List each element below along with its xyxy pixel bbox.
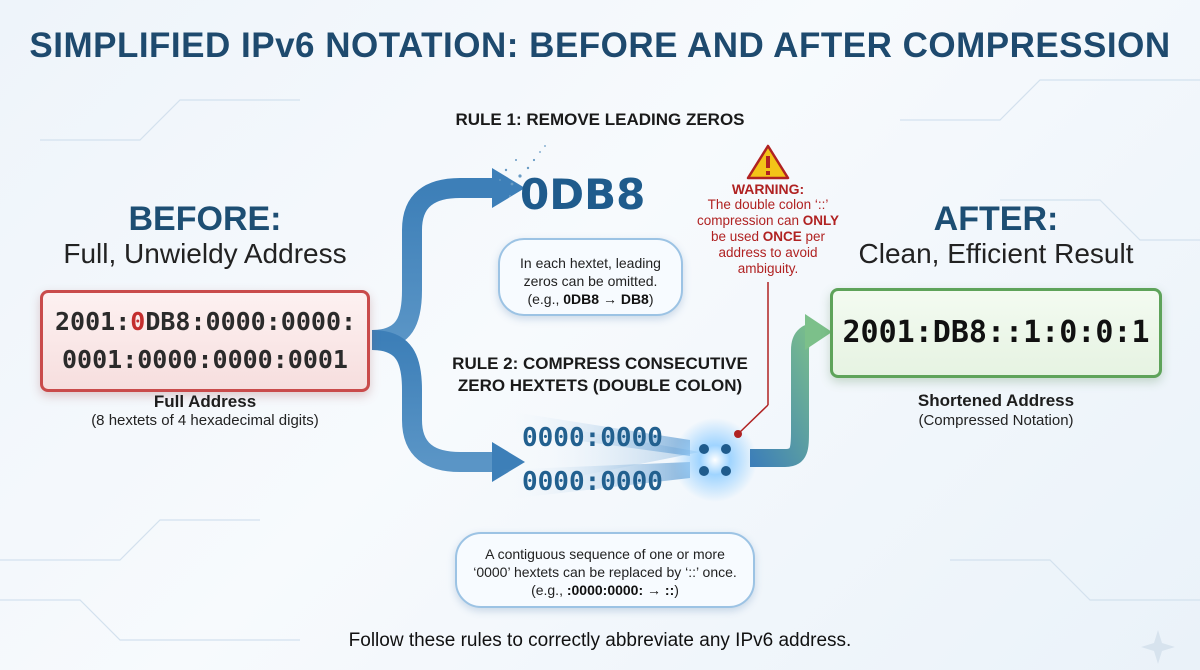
dissolving-zero-particles — [499, 145, 546, 201]
double-colon-glow — [673, 418, 757, 502]
warning-note: WARNING: The double colon ‘::’ compressi… — [693, 181, 843, 277]
rule1-label: RULE 1: REMOVE LEADING ZEROS — [455, 110, 745, 129]
before-heading: BEFORE: — [128, 200, 282, 238]
compression-streams — [500, 410, 700, 500]
footer-note: Follow these rules to correctly abbrevia… — [348, 630, 852, 651]
rule1-bubble: In each hextet, leading zeros can be omi… — [498, 238, 683, 316]
split-arrows — [371, 168, 525, 482]
warning-leader-line — [734, 282, 769, 438]
sparkle-icon — [1141, 630, 1175, 664]
full-address-caption: Full Address — [153, 392, 257, 411]
rule2-hextet-row2: 0000:0000 — [522, 467, 663, 497]
after-subheading: Clean, Efficient Result — [858, 238, 1134, 269]
shortened-address-caption: Shortened Address — [917, 391, 1075, 410]
rule1-example-hextet: 0DB8 — [520, 170, 646, 219]
background-circuit-lines — [0, 79, 1200, 641]
shortened-address-subcaption: (Compressed Notation) — [918, 412, 1074, 429]
page-title: SIMPLIFIED IPv6 NOTATION: BEFORE AND AFT… — [29, 26, 1171, 65]
warning-triangle-icon — [746, 144, 790, 180]
after-heading: AFTER: — [933, 200, 1059, 238]
double-colon-dots — [699, 444, 731, 476]
leading-zero-highlight: 0 — [130, 307, 146, 336]
full-address-box: 2001:0DB8:0000:0000: 0001:0000:0000:0001 — [40, 290, 370, 392]
result-arrow — [750, 314, 832, 467]
shortened-address-box: 2001:DB8::1:0:0:1 — [830, 288, 1162, 378]
rule2-label: RULE 2: COMPRESS CONSECUTIVE ZERO HEXTET… — [452, 354, 748, 395]
rule2-bubble: A contiguous sequence of one or more ‘00… — [455, 532, 755, 608]
full-address-line2: 0001:0000:0000:0001 — [62, 345, 348, 374]
rule2-hextet-row1: 0000:0000 — [522, 423, 663, 453]
before-subheading: Full, Unwieldy Address — [63, 238, 347, 269]
warning-title: WARNING: — [731, 181, 805, 197]
full-address-line1: 2001:0DB8:0000:0000: — [55, 307, 357, 336]
warning-body: The double colon ‘::’ compression can ON… — [696, 197, 840, 276]
full-address-subcaption: (8 hextets of 4 hexadecimal digits) — [91, 412, 319, 429]
